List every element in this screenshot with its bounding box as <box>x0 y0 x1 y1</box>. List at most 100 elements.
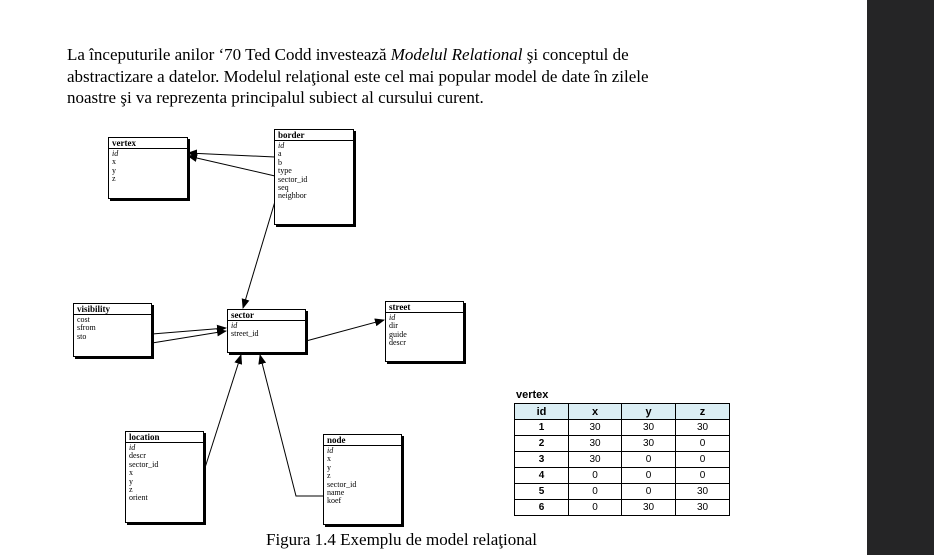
attr: descr <box>129 451 146 461</box>
attr: id <box>278 141 285 150</box>
attr: x <box>327 454 331 464</box>
table-cell: 0 <box>675 451 730 468</box>
table-cell: 6 <box>514 499 569 516</box>
attr: y <box>112 165 116 175</box>
viewer-side-panel <box>867 0 934 555</box>
table-cell: 2 <box>514 435 569 452</box>
column-header: x <box>568 403 622 420</box>
column-header: z <box>675 403 730 420</box>
paragraph-line-2: abstractizare a datelor. Modelul relaţio… <box>67 66 649 86</box>
column-header: id <box>514 403 569 420</box>
entity-name: location <box>126 432 203 443</box>
attr: sector_id <box>129 459 159 469</box>
table-cell: 0 <box>568 499 622 516</box>
table-cell: 0 <box>621 483 676 500</box>
table-cell: 0 <box>568 467 622 484</box>
arrow-visibility-sto-to-sector <box>151 328 227 344</box>
arrow-visibility-sfrom-to-sector <box>151 324 227 335</box>
table-row: 3 30 0 0 <box>514 451 730 468</box>
entity-vertex: vertex id x y z <box>108 137 188 199</box>
attr: orient <box>129 493 148 503</box>
entity-location: location id descr sector_id x y z orient <box>125 431 204 523</box>
entity-sector: sector id street_id <box>227 309 306 353</box>
table-cell: 30 <box>621 499 676 516</box>
attr: seq <box>278 183 289 193</box>
attr: sector_id <box>327 479 357 489</box>
attr: sto <box>77 331 87 341</box>
table-row: 2 30 30 0 <box>514 435 730 452</box>
column-header: y <box>621 403 676 420</box>
table-title: vertex <box>516 389 549 401</box>
attr: type <box>278 166 292 176</box>
table-cell: 30 <box>675 499 730 516</box>
table-row: 5 0 0 30 <box>514 483 730 500</box>
attr: y <box>327 462 331 472</box>
entity-attributes: id dir guide descr <box>386 313 463 349</box>
attr: id <box>129 443 136 452</box>
attr: z <box>327 471 331 481</box>
table-cell: 30 <box>568 451 622 468</box>
table-row: 1 30 30 30 <box>514 419 730 436</box>
entity-name: vertex <box>109 138 187 149</box>
attr: guide <box>389 329 407 339</box>
attr: neighbor <box>278 191 307 201</box>
entity-attributes: id a b type sector_id seq neighbor <box>275 141 353 202</box>
attr: street_id <box>231 329 259 339</box>
attr: id <box>389 313 396 322</box>
table-cell: 0 <box>621 467 676 484</box>
attr: sector_id <box>278 174 308 184</box>
arrow-location-to-sector <box>202 354 243 475</box>
attr: sfrom <box>77 323 96 333</box>
table-cell: 0 <box>621 451 676 468</box>
entity-name: border <box>275 130 353 141</box>
intro-paragraph: La începuturile anilor ‘70 Ted Codd inve… <box>67 44 727 109</box>
arrow-border-a-to-vertex <box>187 149 276 158</box>
entity-attributes: id x y z sector_id name koef <box>324 446 401 507</box>
arrow-border-b-to-vertex <box>187 154 276 177</box>
attr: id <box>327 446 334 455</box>
attr: cost <box>77 315 90 324</box>
table-cell: 30 <box>675 419 730 436</box>
attr: name <box>327 488 345 498</box>
emphasized-term: Modelul Relational <box>390 45 523 64</box>
table-row: 4 0 0 0 <box>514 467 730 484</box>
attr: y <box>129 476 133 486</box>
table-cell: 0 <box>568 483 622 500</box>
attr: x <box>112 157 116 167</box>
table-header-row: id x y z <box>514 403 730 420</box>
table-cell: 3 <box>514 451 569 468</box>
document-page: La începuturile anilor ‘70 Ted Codd inve… <box>67 44 730 549</box>
table-cell: 5 <box>514 483 569 500</box>
table-cell: 30 <box>568 435 622 452</box>
table-cell: 0 <box>675 467 730 484</box>
attr: id <box>231 321 238 330</box>
table-row: 6 0 30 30 <box>514 499 730 516</box>
entity-name: visibility <box>74 304 151 315</box>
table-cell: 4 <box>514 467 569 484</box>
entity-name: street <box>386 302 463 313</box>
attr: b <box>278 157 282 167</box>
table-cell: 0 <box>675 435 730 452</box>
entity-street: street id dir guide descr <box>385 301 464 362</box>
entity-name: sector <box>228 310 305 321</box>
arrow-border-to-sector <box>241 197 277 309</box>
entity-attributes: id street_id <box>228 321 305 340</box>
attr: a <box>278 149 282 159</box>
table-cell: 30 <box>675 483 730 500</box>
vertex-table: id x y z 1 30 30 30 2 30 30 0 3 30 0 <box>514 403 730 516</box>
paragraph-line-1: La începuturile anilor ‘70 Ted Codd inve… <box>67 45 629 64</box>
entity-visibility: visibility cost sfrom sto <box>73 303 152 357</box>
attr: x <box>129 468 133 478</box>
table-cell: 30 <box>621 419 676 436</box>
entity-border: border id a b type sector_id seq neighbo… <box>274 129 354 225</box>
table-cell: 1 <box>514 419 569 436</box>
table-cell: 30 <box>621 435 676 452</box>
attr: id <box>112 149 119 158</box>
entity-name: node <box>324 435 401 446</box>
table-cell: 30 <box>568 419 622 436</box>
entity-node: node id x y z sector_id name koef <box>323 434 402 525</box>
entity-attributes: id descr sector_id x y z orient <box>126 443 203 504</box>
arrow-node-to-sector <box>258 354 324 497</box>
paragraph-line-3: noastre şi va reprezenta principalul sub… <box>67 88 484 107</box>
attr: z <box>112 174 116 184</box>
